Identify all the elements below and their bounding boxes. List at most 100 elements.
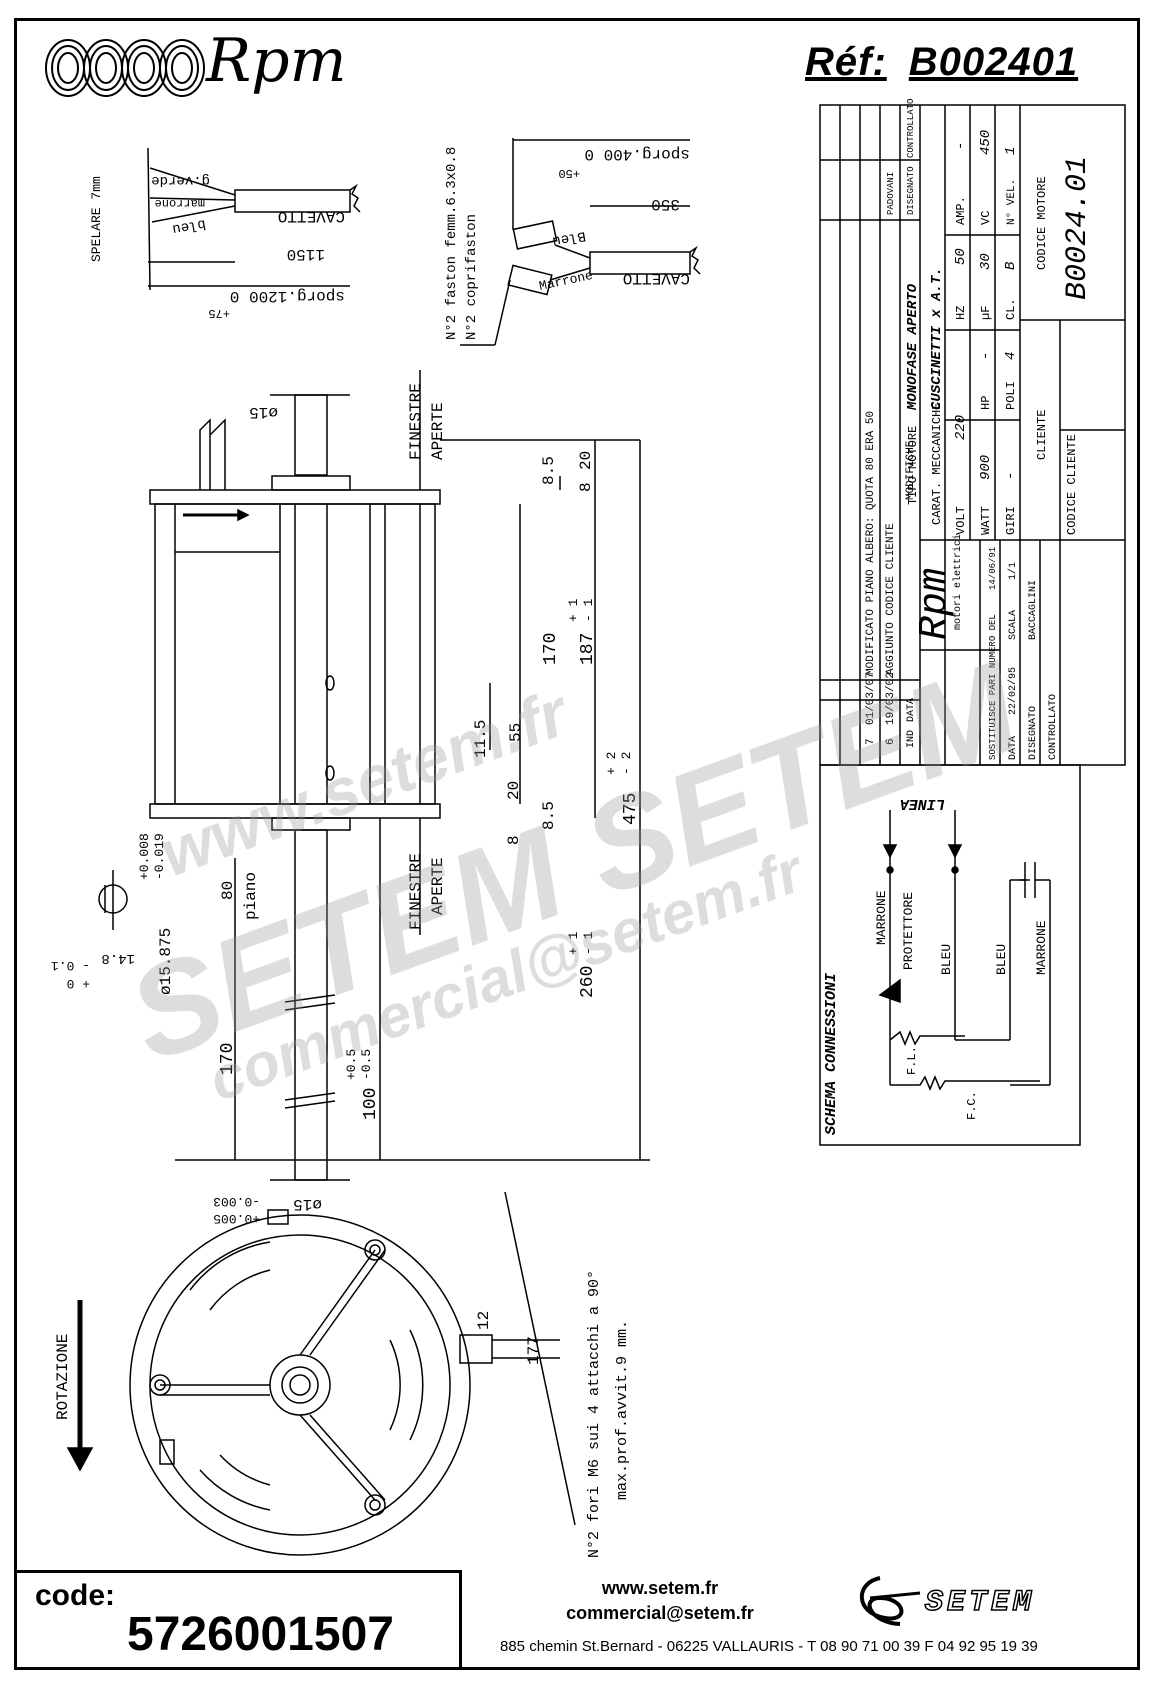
dim-475: 475 bbox=[621, 793, 641, 825]
data-row-label: DATA bbox=[1008, 736, 1019, 760]
shaft-dia-bottom: ø15 bbox=[293, 1195, 322, 1213]
dim-170-lower: 170 bbox=[218, 1043, 238, 1075]
cable1-sporg: sporg.1200 0 bbox=[230, 287, 345, 305]
shaft-tol-minus: -0.003 bbox=[213, 1194, 260, 1209]
protettore-label: PROTETTORE bbox=[901, 892, 916, 970]
cl: B bbox=[1003, 262, 1019, 270]
shaft-dia-top: ø15 bbox=[249, 403, 278, 421]
bleu-label-2: BLEU bbox=[994, 944, 1009, 975]
rotazione-label: ROTAZIONE bbox=[54, 1334, 72, 1420]
schema-title: SCHEMA CONNESSIONI bbox=[823, 972, 840, 1135]
sostituisce-date: 14/06/91 bbox=[988, 547, 998, 590]
rev-7-mod: MODIFICATO PIANO ALBERO: QUOTA 80 ERA 50 bbox=[865, 411, 877, 675]
carat: CUSCINETTI x A.T. bbox=[929, 267, 945, 410]
codice-cliente-label: CODICE CLIENTE bbox=[1065, 434, 1079, 535]
title-block: TIPO MOTORE MONOFASE APERTO CARAT. MECCA… bbox=[819, 99, 1126, 766]
hp: - bbox=[978, 352, 994, 360]
codice-motore-label: CODICE MOTORE bbox=[1035, 176, 1049, 270]
fc-label: F.C. bbox=[965, 1091, 979, 1120]
controllato2-label: CONTROLLATO bbox=[1048, 694, 1059, 760]
piano-label: piano bbox=[242, 872, 260, 920]
cable2-wire-bleu: Bleu bbox=[551, 227, 587, 249]
rev-6-data: 19/03/02 bbox=[885, 672, 897, 725]
dim-12: 12 bbox=[475, 1311, 493, 1330]
rpm-coil-logo bbox=[45, 39, 205, 97]
giri: - bbox=[1003, 472, 1019, 480]
ref-label: Réf: bbox=[805, 40, 887, 84]
scala-label: SCALA bbox=[1008, 610, 1019, 640]
uf: 30 bbox=[978, 253, 994, 270]
cl-label: CL. bbox=[1004, 298, 1018, 320]
poli: 4 bbox=[1003, 352, 1019, 360]
dim-187-tol-plus: + 1 bbox=[566, 598, 581, 622]
volt: 220 bbox=[953, 415, 969, 440]
watt-label: WATT bbox=[979, 506, 993, 535]
dim-100-tol-minus: -0.5 bbox=[359, 1049, 374, 1080]
dim-475-tol-plus: + 2 bbox=[604, 752, 619, 775]
marrone-label-1: MARRONE bbox=[874, 890, 889, 945]
cable1-length: 1150 bbox=[287, 245, 325, 263]
cable2-sporg: sporg.400 0 bbox=[584, 145, 690, 163]
hp-label: HP bbox=[979, 396, 993, 410]
dim-11-5: 11.5 bbox=[472, 720, 490, 758]
rev-6-ind: 6 bbox=[885, 738, 897, 745]
finestre-top: FINESTRE bbox=[407, 383, 425, 460]
motor-side-view: ø15 FINESTRE APERTE 8.5 20 8 170 187 + 1… bbox=[51, 370, 650, 1226]
vc-label: VC bbox=[979, 211, 993, 225]
carat-label: CARAT. MECCANICHE bbox=[930, 403, 944, 525]
dim-187: 187 bbox=[578, 633, 598, 665]
dim-100-tol-plus: +0.5 bbox=[344, 1049, 359, 1080]
fori-note-2: max.prof.avvit.9 mm. bbox=[614, 1320, 631, 1500]
fl-label: F.L. bbox=[905, 1046, 919, 1075]
drawing-sheet bbox=[14, 18, 1140, 1670]
disegnato-name: PADOVANI bbox=[886, 172, 896, 215]
footer-email[interactable]: commercial@setem.fr bbox=[566, 1603, 754, 1623]
cable2-length: 350 bbox=[651, 195, 680, 213]
flat-tol-minus: -0.019 bbox=[152, 833, 167, 880]
dim-260-tol-plus: + 1 bbox=[566, 931, 581, 955]
dim-260: 260 bbox=[578, 966, 598, 998]
rev-6-mod: AGGIUNTO CODICE CLIENTE bbox=[885, 523, 897, 675]
wire-bleu-label: bleu bbox=[171, 215, 207, 237]
nvel: 1 bbox=[1003, 147, 1019, 155]
tipo-motore-label: TIPO MOTORE bbox=[906, 426, 920, 505]
flat-height-tol-minus: - 0.1 bbox=[51, 958, 90, 973]
nvel-label: N° VEL. bbox=[1006, 179, 1018, 225]
reference-number: Réf:B002401 bbox=[805, 40, 1078, 85]
motor-front-view: 177 12 N°2 fori M6 sui 4 attacchi a 90° … bbox=[54, 1191, 631, 1558]
wire-verde-label: g.verde bbox=[151, 172, 210, 188]
aperte-top: APERTE bbox=[429, 402, 447, 460]
spelare-label: SPELARE 7mm bbox=[89, 176, 104, 262]
data-row-date: 22/02/95 bbox=[1007, 667, 1019, 715]
setem-logo: SETEM bbox=[859, 1576, 1032, 1626]
codice-motore: B0024.01 bbox=[1061, 156, 1095, 300]
dim-80: 80 bbox=[219, 881, 237, 900]
amp: - bbox=[953, 142, 969, 150]
disegnato2-label: DISEGNATO bbox=[1028, 706, 1039, 760]
flat-dia: ø15.875 bbox=[157, 928, 175, 995]
flat-height-tol-plus: + 0 bbox=[67, 976, 90, 991]
data-label: DATA bbox=[906, 698, 917, 722]
uf-label: µF bbox=[979, 306, 993, 320]
vc: 450 bbox=[978, 130, 994, 155]
amp-label: AMP. bbox=[954, 196, 968, 225]
code-label: code: bbox=[35, 1579, 116, 1612]
code-value: 5726001507 bbox=[127, 1608, 394, 1661]
dim-8-5-bot: 8.5 bbox=[540, 801, 558, 830]
flat-height: 14.8 bbox=[101, 950, 135, 966]
tipo-motore: MONOFASE APERTO bbox=[905, 283, 921, 411]
rev-7-data: 01/03/07 bbox=[865, 672, 877, 725]
dim-8-top: 8 bbox=[577, 482, 595, 492]
dim-177: 177 bbox=[525, 1336, 543, 1365]
disegnato2-name: BACCAGLINI bbox=[1028, 580, 1039, 640]
footer-website[interactable]: www.setem.fr bbox=[601, 1578, 719, 1598]
dim-8-bot: 8 bbox=[505, 835, 523, 845]
faston-note-2: N°2 coprifaston bbox=[464, 214, 480, 340]
dim-8-5-top: 8.5 bbox=[540, 456, 558, 485]
cable-detail-2: N°2 faston femm.6.3x0.8 N°2 coprifaston … bbox=[444, 138, 701, 346]
rev-7-ind: 7 bbox=[865, 738, 877, 745]
hz: 50 bbox=[953, 248, 969, 265]
dim-100: 100 bbox=[361, 1088, 381, 1120]
fori-note-1: N°2 fori M6 sui 4 attacchi a 90° bbox=[586, 1270, 603, 1558]
